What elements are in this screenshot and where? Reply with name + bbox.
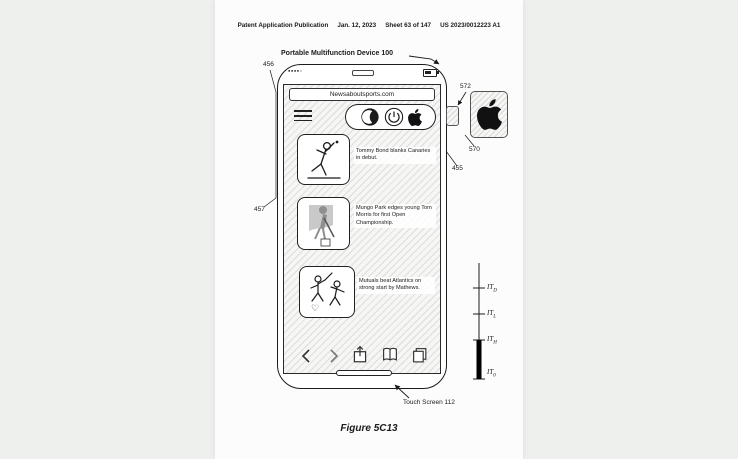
back-icon <box>299 348 315 364</box>
url-bar: Newsaboutsports.com <box>289 88 435 101</box>
device-label: Portable Multifunction Device 100 <box>281 50 394 57</box>
intensity-label-hint: ITH <box>487 335 497 346</box>
magnified-app-icon <box>470 91 508 138</box>
touch-screen <box>283 84 441 374</box>
sheet-number: Sheet 63 of 147 <box>385 22 432 29</box>
intensity-label-light: ITL <box>487 309 497 320</box>
callout-455: 455 <box>452 165 463 172</box>
tabs-icon <box>411 346 429 364</box>
running-head: Patent Application Publication Jan. 12, … <box>215 22 523 29</box>
article-title-1: Tommy Bond blanks Canaries in debut. <box>354 147 436 164</box>
callout-456: 456 <box>263 61 274 68</box>
callout-572: 572 <box>460 83 471 90</box>
forward-icon <box>325 348 341 364</box>
article-image-1 <box>297 134 350 185</box>
article-image-3: ♡ <box>299 266 355 318</box>
apple-logo-large-icon <box>476 99 502 130</box>
touch-screen-label: Touch Screen 112 <box>403 399 455 406</box>
article-image-2 <box>297 197 350 250</box>
callout-570: 570 <box>469 146 480 153</box>
golfer-figure-icon <box>308 204 335 246</box>
intensity-label-deep: ITD <box>487 283 497 294</box>
menu-icon <box>294 110 312 124</box>
apple-logo-icon <box>407 108 422 126</box>
moon-icon <box>360 108 379 126</box>
bookmarks-icon <box>381 346 399 363</box>
publication-date: Jan. 12, 2023 <box>337 22 377 29</box>
pressed-icon-chip <box>446 106 459 126</box>
article-title-2: Mungo Park edges young Tom Morris for fi… <box>354 204 436 228</box>
figure-caption: Figure 5C13 <box>340 423 398 434</box>
intensity-label-zero: IT0 <box>487 368 496 379</box>
share-icon <box>351 345 369 364</box>
home-indicator <box>336 370 392 376</box>
svg-text:♡: ♡ <box>311 303 319 313</box>
power-icon <box>384 107 403 127</box>
reader-controls-pill <box>345 104 436 130</box>
article-title-3: Mutuals beat Atlantics on strong start b… <box>357 277 435 294</box>
pitcher-figure-icon <box>306 140 341 179</box>
signal-dots-icon: ●●●●○ <box>288 68 303 73</box>
batter-figures-icon: ♡ <box>310 272 345 313</box>
speaker-slot <box>352 70 374 76</box>
publication-title: Patent Application Publication <box>237 22 329 29</box>
callout-457: 457 <box>254 206 265 213</box>
battery-icon <box>423 69 439 77</box>
patent-number: US 2023/0012223 A1 <box>440 22 501 29</box>
url-text: Newsaboutsports.com <box>329 91 395 98</box>
